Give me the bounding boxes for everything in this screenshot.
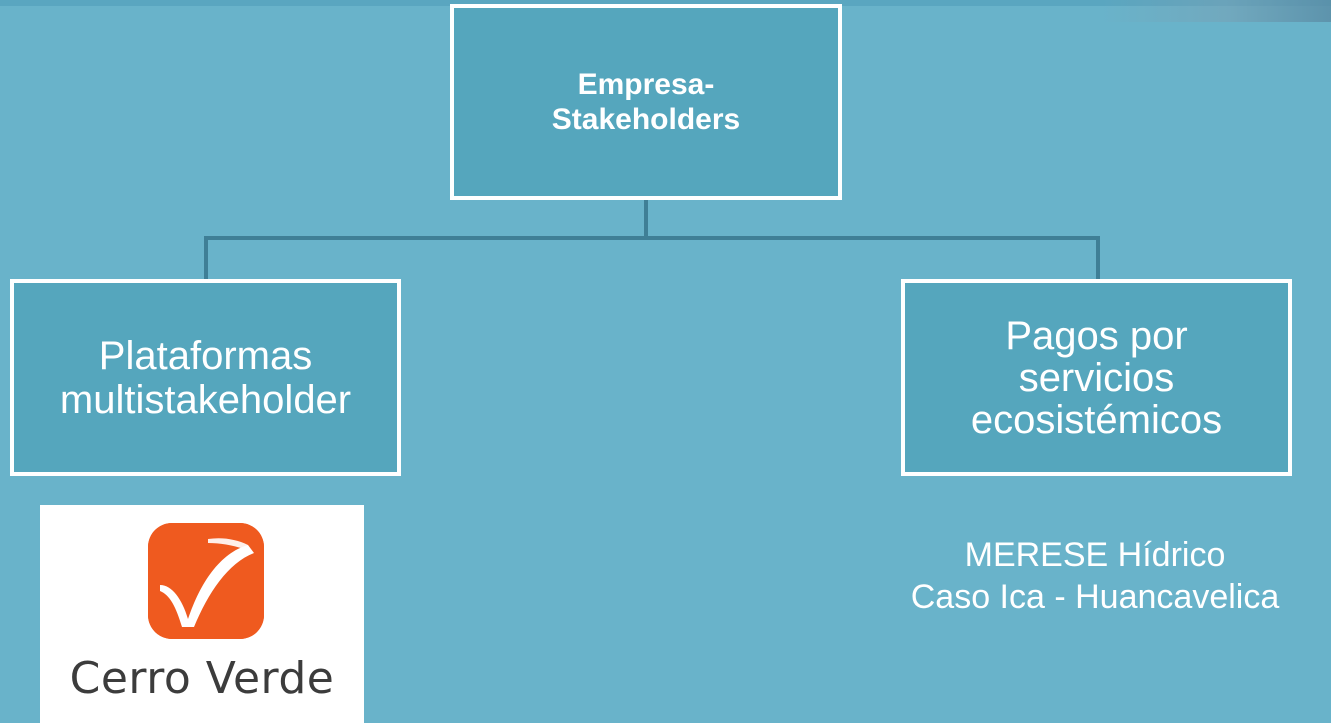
node-pagos-servicios-ecosistemicos: Pagos por servicios ecosistémicos <box>901 279 1292 476</box>
logo-text: Cerro Verde <box>69 653 335 704</box>
merese-caption: MERESE Hídrico Caso Ica - Huancavelica <box>860 534 1330 618</box>
connector-left-drop <box>204 236 208 281</box>
caption-line1: MERESE Hídrico <box>964 536 1226 574</box>
node-right-line1: Pagos por <box>1005 313 1188 358</box>
connector-right-drop <box>1096 236 1100 281</box>
node-plataformas-multistakeholder: Plataformas multistakeholder <box>10 279 401 476</box>
top-strip <box>0 0 1331 6</box>
cerro-verde-logo-mark-icon <box>148 523 264 639</box>
node-empresa-stakeholders: Empresa- Stakeholders <box>450 4 842 200</box>
node-right-line2: servicios <box>1018 355 1175 400</box>
cerro-verde-logo: Cerro Verde <box>40 505 364 723</box>
node-left-line2: multistakeholder <box>59 377 352 422</box>
node-root-line2: Stakeholders <box>551 103 741 136</box>
connector-root-stem <box>644 200 648 238</box>
corner-texture <box>1101 0 1331 22</box>
caption-line2: Caso Ica - Huancavelica <box>910 578 1280 616</box>
connector-horizontal <box>204 236 1100 240</box>
node-right-line3: ecosistémicos <box>970 397 1223 442</box>
node-left-line1: Plataformas <box>98 333 313 378</box>
node-root-line1: Empresa- <box>577 68 715 101</box>
